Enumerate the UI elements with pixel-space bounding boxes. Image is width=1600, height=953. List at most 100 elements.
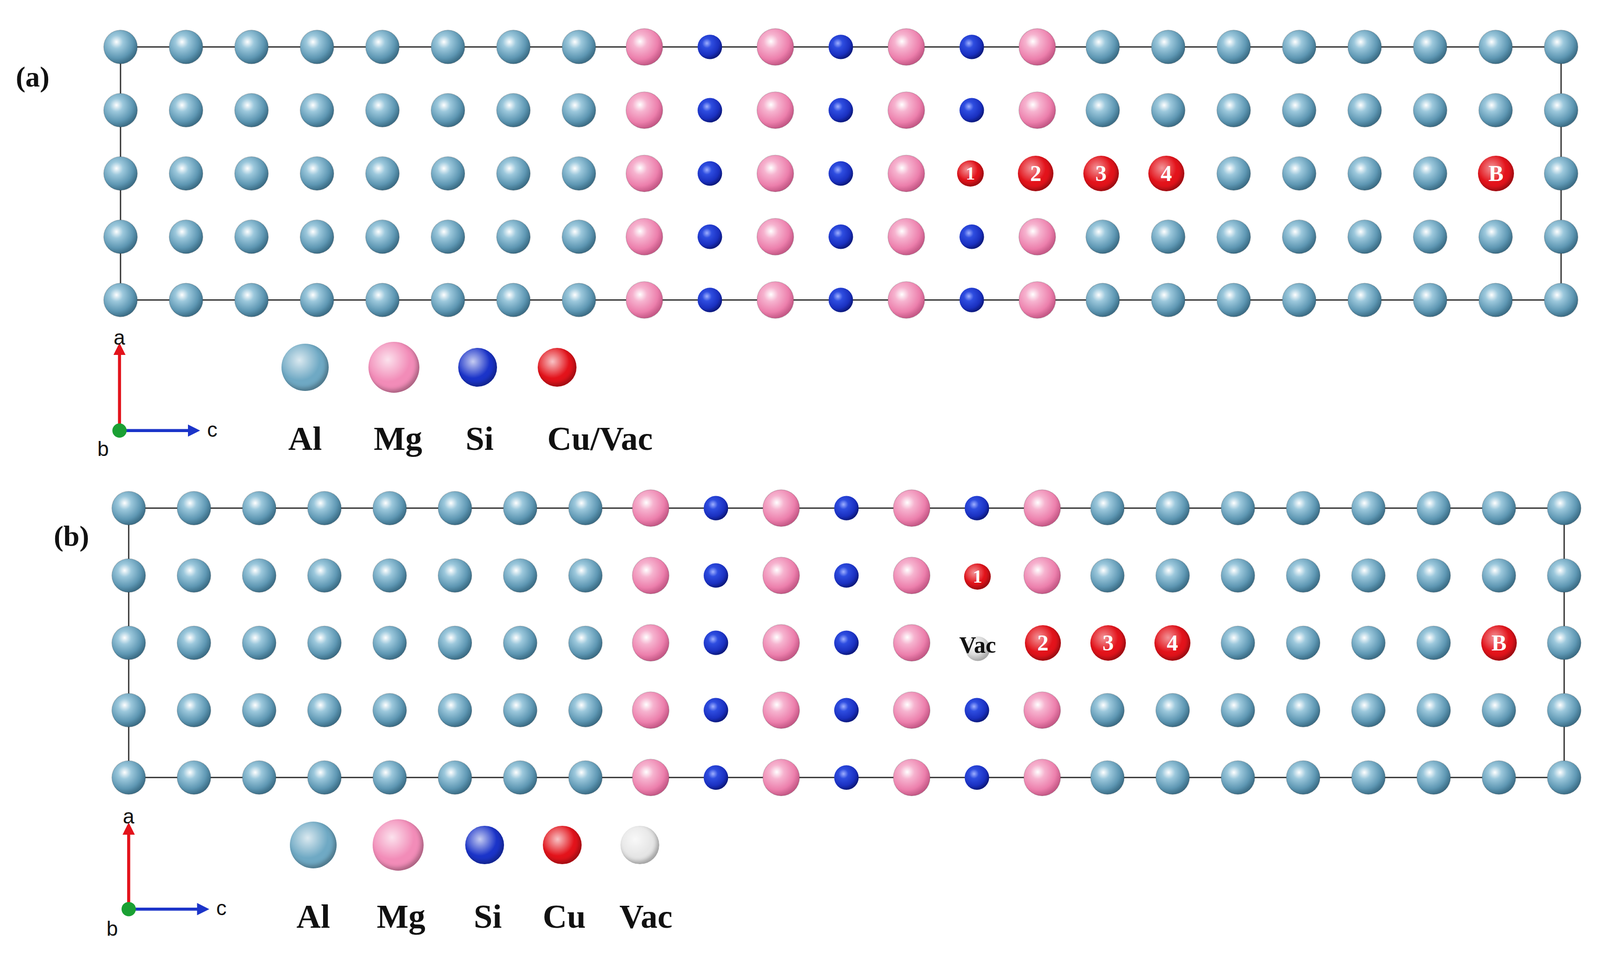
atom <box>307 491 342 526</box>
atom <box>632 691 670 729</box>
atom <box>632 489 670 527</box>
atom <box>496 283 531 318</box>
atom <box>300 156 334 191</box>
atom <box>834 562 859 588</box>
atom <box>762 489 800 527</box>
atom <box>887 91 925 129</box>
atom <box>1155 491 1190 526</box>
atom <box>1085 283 1120 318</box>
atom <box>1478 283 1513 318</box>
atom <box>1482 693 1516 728</box>
legend-swatch <box>458 347 498 387</box>
atom <box>438 760 472 795</box>
atom <box>111 491 146 526</box>
atom <box>893 556 931 594</box>
atom <box>568 626 603 660</box>
atom <box>1286 491 1320 526</box>
atom <box>1416 693 1451 728</box>
atom <box>103 283 138 318</box>
atom <box>242 760 276 795</box>
atom <box>626 281 664 319</box>
atom <box>365 219 400 254</box>
atom <box>697 287 722 312</box>
atom <box>431 29 465 64</box>
atom <box>964 495 989 520</box>
atom <box>307 760 342 795</box>
atom <box>893 691 931 729</box>
atom <box>169 93 203 128</box>
atom <box>1413 219 1448 254</box>
atom <box>828 34 853 59</box>
legend-text: Cu/Vac <box>547 421 653 456</box>
atom <box>365 156 400 191</box>
atom <box>1151 219 1186 254</box>
atom <box>1351 693 1386 728</box>
atom <box>365 93 400 128</box>
atom <box>1018 218 1056 256</box>
panel-label: (b) <box>53 521 90 551</box>
cu-atom: 4 <box>1154 625 1190 661</box>
atom <box>1155 760 1190 795</box>
atom <box>372 626 407 660</box>
atom <box>1018 91 1056 129</box>
vacancy-site: Vac <box>957 632 998 658</box>
atom <box>438 558 472 593</box>
atom <box>1221 558 1255 593</box>
atom <box>1221 491 1255 526</box>
atom <box>1282 156 1317 191</box>
atom <box>431 156 465 191</box>
atom <box>1023 691 1061 729</box>
atom <box>1090 760 1125 795</box>
atom <box>1217 283 1251 318</box>
atom <box>568 760 603 795</box>
atom <box>1413 283 1448 318</box>
atom <box>1347 93 1382 128</box>
atom <box>1544 93 1579 128</box>
atom <box>177 491 211 526</box>
cell-frame <box>128 508 1564 778</box>
legend-text: Cu <box>542 899 586 934</box>
atom <box>307 558 342 593</box>
atom <box>1282 29 1317 64</box>
atom <box>756 91 794 129</box>
site-label: 1 <box>972 567 983 586</box>
atom <box>893 758 931 796</box>
atom <box>756 155 794 193</box>
atom <box>1478 219 1513 254</box>
atom <box>703 562 728 588</box>
atom <box>177 693 211 728</box>
atom <box>568 558 603 593</box>
atom <box>697 161 722 186</box>
atom <box>834 495 859 520</box>
atom <box>242 558 276 593</box>
cu-atom: 1 <box>964 563 991 591</box>
atom <box>562 93 596 128</box>
atom <box>703 697 728 722</box>
legend-swatch <box>537 347 577 387</box>
atom <box>893 624 931 662</box>
atom <box>1547 491 1581 526</box>
atom <box>1217 93 1251 128</box>
atom <box>1282 93 1317 128</box>
legend-swatch <box>620 825 660 865</box>
atom <box>762 556 800 594</box>
atom <box>503 558 538 593</box>
atom <box>1018 28 1056 66</box>
axis-triad <box>112 348 203 916</box>
cu-atom: 2 <box>1017 155 1054 192</box>
axis-label: a <box>122 806 135 827</box>
atom <box>1151 283 1186 318</box>
site-label: 2 <box>1030 162 1042 185</box>
atom <box>834 697 859 722</box>
atom <box>111 760 146 795</box>
site-label: Vac <box>958 633 996 657</box>
atom <box>632 758 670 796</box>
atom <box>626 91 664 129</box>
legend-text: Al <box>296 899 331 934</box>
axis-label: b <box>106 918 118 939</box>
legend-swatch <box>368 341 420 393</box>
legend-text: Si <box>465 421 494 456</box>
site-label: 3 <box>1102 631 1114 655</box>
atom <box>1286 626 1320 660</box>
atom <box>234 283 269 318</box>
